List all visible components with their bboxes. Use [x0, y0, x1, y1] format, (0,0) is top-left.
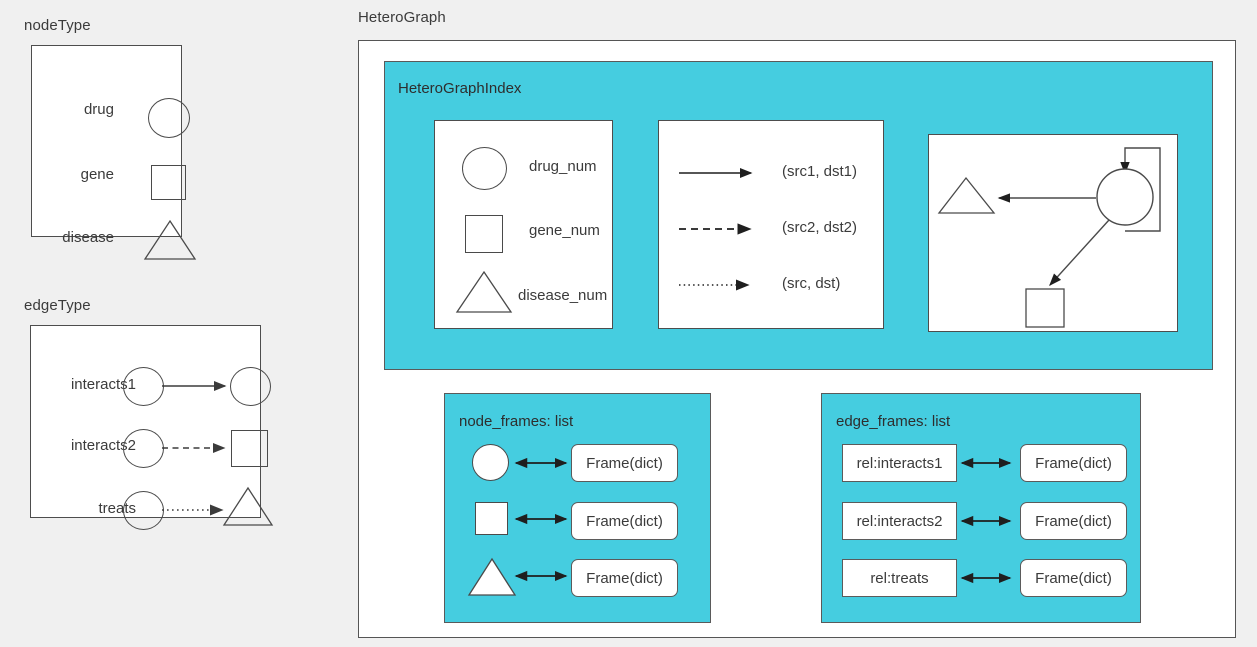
node-frame-box-1: Frame(dict)	[571, 444, 678, 482]
bidirectional-arrow-icon	[508, 567, 576, 585]
solid-arrow-icon	[162, 378, 232, 394]
dotted-arrow-icon	[162, 502, 232, 518]
hetero-graph-index-panel: HeteroGraphIndex drug_num gene_num disea…	[384, 61, 1213, 370]
dashed-arrow-icon	[679, 221, 764, 237]
edge-frames-panel: edge_frames: list rel:interacts1 Frame(d…	[821, 393, 1141, 623]
solid-arrow-icon	[679, 165, 764, 181]
circle-icon	[123, 491, 164, 530]
circle-icon	[230, 367, 271, 406]
edge-type-caption: edgeType	[24, 297, 91, 314]
circle-icon	[462, 147, 507, 190]
edge-type-label-treats: treats	[98, 500, 136, 517]
edge-rel-box-3: rel:treats	[842, 559, 957, 597]
square-icon	[475, 502, 508, 535]
circle-icon	[123, 367, 164, 406]
edge-frame-box-1: Frame(dict)	[1020, 444, 1127, 482]
node-frame-box-3: Frame(dict)	[571, 559, 678, 597]
edge-type-panel: interacts1 interacts2 treats	[30, 325, 274, 530]
edge-frame-box-2: Frame(dict)	[1020, 502, 1127, 540]
circle-icon	[123, 429, 164, 468]
triangle-icon	[465, 556, 519, 598]
node-frame-box-2: Frame(dict)	[571, 502, 678, 540]
dotted-arrow-icon	[679, 277, 764, 293]
hetero-graph-container: HeteroGraphIndex drug_num gene_num disea…	[358, 40, 1236, 638]
node-count-label-disease-num: disease_num	[518, 287, 608, 304]
triangle-icon	[221, 484, 275, 528]
edge-rel-box-1: rel:interacts1	[842, 444, 957, 482]
bidirectional-arrow-icon	[508, 510, 576, 528]
triangle-icon	[142, 218, 198, 262]
bidirectional-arrow-icon	[508, 454, 576, 472]
bidirectional-arrow-icon	[954, 569, 1022, 587]
edge-rel-box-2: rel:interacts2	[842, 502, 957, 540]
square-icon	[231, 430, 268, 467]
edge-type-label-interacts2: interacts2	[70, 437, 136, 454]
circle-icon	[472, 444, 509, 481]
graph-structure-drawing	[937, 147, 1161, 328]
triangle-icon	[453, 268, 515, 316]
node-count-label-drug-num: drug_num	[529, 158, 597, 175]
square-icon	[465, 215, 503, 253]
node-frames-panel: node_frames: list Frame(dict)	[444, 393, 711, 623]
edge-tuple-box: (src1, dst1) (src2, dst2)	[658, 120, 884, 329]
node-type-label-disease: disease	[62, 229, 114, 246]
hetero-graph-caption: HeteroGraph	[358, 9, 446, 26]
edge-type-label-interacts1: interacts1	[70, 376, 136, 393]
bidirectional-arrow-icon	[954, 512, 1022, 530]
bidirectional-arrow-icon	[954, 454, 1022, 472]
edge-tuple-label-3: (src, dst)	[782, 275, 841, 292]
circle-icon	[148, 98, 190, 138]
node-type-caption: nodeType	[24, 17, 91, 34]
node-frames-title: node_frames: list	[459, 413, 574, 430]
hetero-graph-index-title: HeteroGraphIndex	[398, 80, 522, 97]
dashed-arrow-icon	[162, 440, 232, 456]
node-type-panel: drug gene disease	[31, 45, 197, 260]
node-type-label-drug: drug	[83, 101, 114, 118]
node-type-label-gene: gene	[80, 166, 114, 183]
node-count-box: drug_num gene_num disease_num	[434, 120, 613, 329]
edge-frames-title: edge_frames: list	[836, 413, 951, 430]
node-count-label-gene-num: gene_num	[529, 222, 600, 239]
graph-structure-box	[928, 134, 1178, 332]
edge-frame-box-3: Frame(dict)	[1020, 559, 1127, 597]
square-icon	[151, 165, 186, 200]
edge-tuple-label-1: (src1, dst1)	[782, 163, 858, 180]
edge-tuple-label-2: (src2, dst2)	[782, 219, 858, 236]
